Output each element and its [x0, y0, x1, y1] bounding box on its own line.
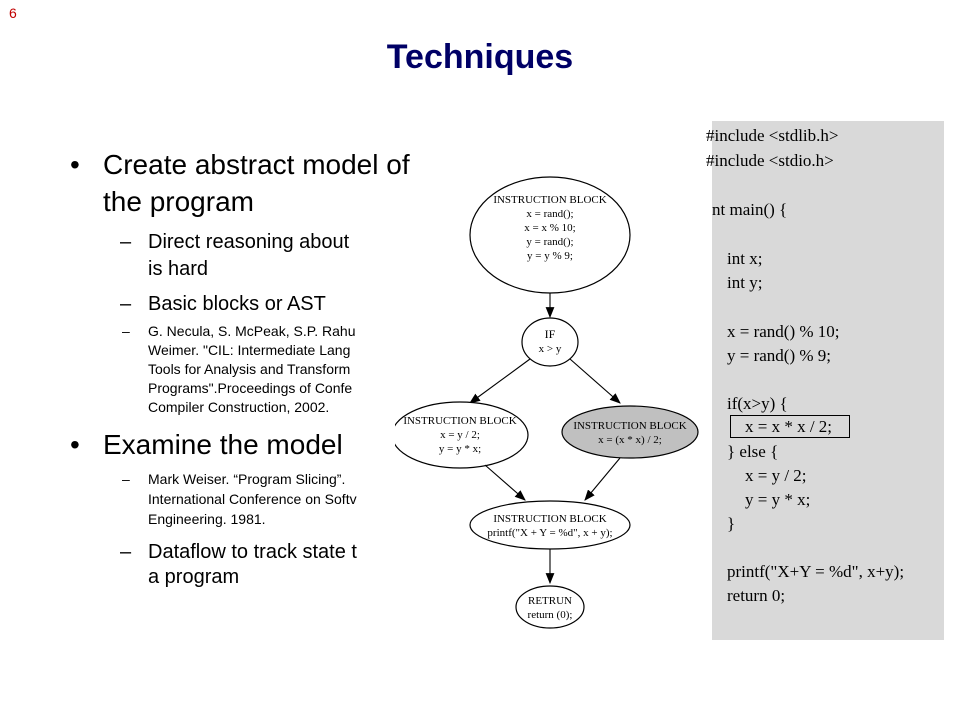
return-node [515, 585, 585, 629]
reference-line4: Programs".Proceedings of Confe [148, 380, 353, 396]
reference-line1: G. Necula, S. McPeak, S.P. Rahu [148, 323, 356, 339]
code-line: } else { [727, 442, 779, 461]
reference-line3: Tools for Analysis and Transform [148, 361, 351, 377]
code-line: } [727, 514, 736, 533]
code-line: #include <stdio.h> [706, 151, 834, 170]
node-title: INSTRUCTION BLOCK [403, 415, 516, 427]
node-line: x = rand(); [526, 208, 573, 220]
instruction-block-merge [469, 500, 631, 550]
node-line: x > y [539, 343, 562, 355]
edge-arrow [484, 464, 526, 501]
code-highlight-box [730, 415, 850, 438]
node-line: y = y % 9; [527, 250, 573, 262]
reference-line1: Mark Weiser. “Program Slicing”. [148, 471, 346, 487]
dash: – [122, 323, 130, 339]
code-line: int x; [727, 249, 763, 268]
node-title: INSTRUCTION BLOCK [573, 420, 686, 432]
node-line: return (0); [528, 609, 573, 621]
bullet-text-line2: the program [103, 186, 254, 217]
node-title: INSTRUCTION BLOCK [493, 194, 606, 206]
subbullet-text-line2: is hard [148, 258, 209, 280]
if-node [521, 317, 579, 367]
bullet-dot: • [70, 149, 80, 180]
slide-number: 6 [9, 5, 17, 21]
subbullet-text: Basic blocks or AST [148, 293, 326, 315]
bullet-text-line1: Create abstract model of [103, 149, 410, 180]
node-line: y = y * x; [439, 443, 481, 455]
node-line: x = (x * x) / 2; [598, 434, 662, 446]
code-line: int y; [727, 273, 763, 292]
dash: – [120, 541, 132, 563]
bullet-text: Examine the model [103, 429, 343, 460]
reference-line2: International Conference on Softv [148, 491, 357, 507]
code-line: x = rand() % 10; [727, 322, 840, 341]
node-line: printf("X + Y = %d", x + y); [487, 527, 612, 539]
code-line: return 0; [727, 586, 786, 605]
code-line: y = rand() % 9; [727, 346, 832, 365]
edge-arrow [569, 358, 621, 404]
node-title: IF [545, 327, 556, 341]
node-line: y = rand(); [526, 236, 573, 248]
edge-arrow [469, 358, 531, 404]
node-line: x = y / 2; [440, 429, 480, 441]
node-line: x = x % 10; [524, 222, 575, 234]
bullet-dot: • [70, 429, 80, 460]
edge-arrow [584, 457, 621, 501]
instruction-block-else [395, 401, 529, 469]
code-line: printf("X+Y = %d", x+y); [727, 562, 905, 581]
slide-title: Techniques [386, 38, 574, 76]
node-title: INSTRUCTION BLOCK [493, 513, 606, 525]
reference-line2: Weimer. "CIL: Intermediate Lang [148, 342, 351, 358]
subbullet-text-line2: a program [148, 566, 240, 588]
code-line: if(x>y) { [727, 394, 788, 413]
reference-line5: Compiler Construction, 2002. [148, 399, 330, 415]
code-line: y = y * x; [745, 490, 811, 509]
instruction-block-then-highlighted [561, 405, 699, 459]
reference-line3: Engineering. 1981. [148, 511, 266, 527]
subbullet-text-line1: Dataflow to track state t [148, 541, 357, 563]
control-flow-graph: INSTRUCTION BLOCK x = rand(); x = x % 10… [395, 176, 699, 629]
code-panel [712, 121, 944, 640]
dash: – [122, 471, 130, 487]
code-line: nt main() { [712, 200, 788, 219]
node-title: RETRUN [528, 595, 572, 607]
dash: – [120, 231, 132, 253]
subbullet-text-line1: Direct reasoning about [148, 231, 350, 253]
code-line-highlighted: x = x * x / 2; [745, 417, 833, 436]
dash: – [120, 293, 132, 315]
code-line: x = y / 2; [745, 466, 807, 485]
code-line: #include <stdlib.h> [706, 126, 839, 145]
